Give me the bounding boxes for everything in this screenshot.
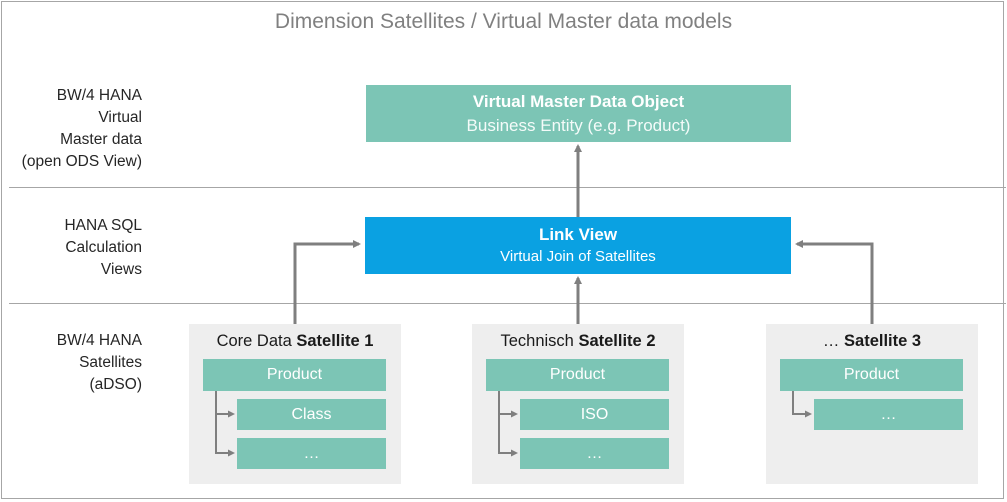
layer-label-calc: HANA SQL Calculation Views [64,217,142,278]
layer-divider-2 [9,303,1006,304]
satellite-2-child-entity: ISO [520,399,669,430]
layer-label-master: BW/4 HANA Virtual Master data (open ODS … [21,87,142,170]
tree-connector-sat2-child1 [498,391,518,418]
link-view-subtitle: Virtual Join of Satellites [500,247,656,265]
vmd-title: Virtual Master Data Object [472,91,685,111]
tree-connector-sat2-child2 [498,414,518,457]
diagram-title: Dimension Satellites / Virtual Master da… [274,10,733,33]
layer-label-sat: BW/4 HANA Satellites (aDSO) [56,332,142,393]
satellite-1-title: Core Data Satellite 1 [216,332,374,350]
satellite-2-child-entity: … [520,438,669,469]
satellite-1-child-entity: … [237,438,386,469]
satellite-2-title: Technisch Satellite 2 [500,332,656,350]
tree-connector-sat1-child2 [215,414,235,457]
satellite-3-root-entity: Product [780,359,963,391]
tree-connector-sat1-child1 [215,391,235,418]
link-view: Link View Virtual Join of Satellites [365,217,791,274]
layer-divider-1 [9,187,1006,188]
tree-connector-sat3-child1 [792,391,812,418]
satellite-3-child-entity: … [814,399,963,430]
arrow-satellite-1-to-link [293,240,361,324]
link-view-title: Link View [538,224,618,244]
satellite-2-root-entity: Product [486,359,669,391]
virtual-master-data-object: Virtual Master Data Object Business Enti… [366,85,791,142]
satellite-1-child-entity: Class [237,399,386,430]
satellite-1-root-entity: Product [203,359,386,391]
satellite-3-title: … Satellite 3 [822,332,922,350]
arrow-satellite-3-to-link [795,240,874,324]
vmd-subtitle: Business Entity (e.g. Product) [466,115,691,135]
